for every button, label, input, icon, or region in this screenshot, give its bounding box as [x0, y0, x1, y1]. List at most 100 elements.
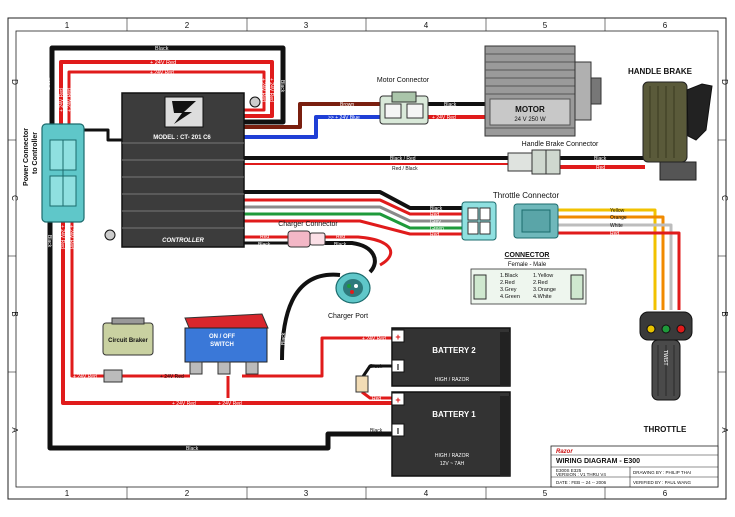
throttle-indicator-icon	[676, 324, 686, 334]
throttle-grip-text: TWIST	[662, 350, 668, 366]
power-connector-label-2: to Controller	[32, 132, 39, 174]
row-label-right: C	[720, 195, 729, 201]
throttle-connector-label: Throttle Connector	[493, 191, 560, 200]
wire-label-white: White	[610, 223, 623, 229]
wire-label-charger-red: Red	[260, 234, 269, 240]
wire-label-yellow: Yellow	[610, 208, 625, 214]
pin-male: 3.Orange	[533, 287, 556, 293]
title-date: DATE : FEB -- 24 -- 2006	[556, 480, 607, 485]
wire-grey-throttle	[244, 205, 462, 223]
connector-legend-title: CONNECTOR	[505, 252, 550, 259]
col-label-top: 1	[65, 21, 70, 30]
wire-yellow-throttle	[558, 208, 657, 310]
wire-label-blue: >> + 24V Blue	[328, 115, 360, 121]
battery-2	[391, 327, 511, 387]
connector-legend: CONNECTOR Female - Male 1.Black 2.Red 3.…	[470, 252, 587, 305]
pin-male: 2.Red	[533, 280, 548, 286]
wire-label-throttle-red-a: Red	[430, 212, 439, 218]
wire-black-top-loop	[49, 45, 286, 125]
pin-female: 2.Red	[500, 280, 515, 286]
wire-label-charger-red-out: Red	[336, 234, 345, 240]
col-label-top: 5	[543, 21, 548, 30]
controller-fins	[122, 142, 244, 229]
wire-label-throttle-red-b: Red	[430, 232, 439, 238]
row-label-left: C	[10, 195, 19, 201]
pin-male: 4.White	[533, 294, 552, 300]
wire-label-switch-black-vertical: Black	[281, 332, 287, 345]
handle-brake	[642, 81, 713, 181]
throttle-connector	[461, 201, 559, 241]
wire-red-throttle-b	[244, 219, 462, 236]
wire-red-throttle-a	[244, 198, 462, 216]
circuit-breaker-label: Circuit Braker	[108, 338, 148, 344]
controller-mount-hole	[249, 96, 261, 108]
outer-border	[7, 17, 727, 500]
title-block	[550, 445, 719, 488]
wire-label-brake-black: Black	[594, 156, 607, 162]
motor-name: MOTOR	[515, 105, 545, 114]
row-label-right: A	[720, 427, 729, 433]
pin-male: 1.Yellow	[533, 273, 553, 279]
wire-label-charger-black-out: Black	[334, 242, 347, 248]
col-label-top: 3	[304, 21, 309, 30]
column-dividers	[8, 18, 726, 499]
col-label-bottom: 2	[185, 489, 190, 498]
circuit-breaker	[102, 317, 154, 383]
wire-label-right-red-vertical-2: + 24V Red	[260, 78, 266, 102]
wire-label-black-vertical: Black	[46, 235, 52, 248]
row-label-left: A	[10, 427, 19, 433]
charger-connector	[287, 230, 326, 248]
title-verified-by: VERIFIED BY : PAUL WANG	[633, 480, 692, 485]
row-label-right: B	[720, 311, 729, 316]
motor	[484, 45, 602, 137]
sprocket-icon	[590, 77, 602, 105]
wire-label-red-vertical-2: + 24V Red	[68, 225, 74, 249]
pin-female: 3.Grey	[500, 287, 517, 293]
wire-black-switch-charger	[280, 272, 341, 361]
controller-label: CONTROLLER	[162, 238, 204, 244]
power-connector	[41, 123, 85, 223]
on-off-switch	[184, 313, 269, 375]
switch-label: ON / OFF	[209, 334, 235, 340]
row-label-left: B	[10, 311, 19, 316]
wire-black-pc-top	[82, 128, 122, 142]
pin-female: 4.Green	[500, 294, 520, 300]
controller-mount-hole	[104, 229, 116, 241]
wire-brown-motor	[244, 102, 380, 129]
motor-spec: 24 V 250 W	[514, 117, 546, 123]
wire-red-battery-link	[361, 390, 392, 400]
wire-red-battery2-plus	[242, 336, 392, 378]
handle-brake-connector-label: Handle Brake Connector	[522, 141, 599, 148]
battery1-spec: 12V ~ 7AH	[440, 461, 465, 467]
wire-label-red-vertical-top: + 24V Red	[59, 88, 65, 112]
title-version: VERSION : V1 THRU V4	[556, 472, 606, 477]
title-models: E300S E325	[556, 468, 582, 473]
col-label-top: 4	[424, 21, 429, 30]
battery1-sub: HIGH / RAZOR	[435, 453, 470, 459]
col-label-bottom: 1	[65, 489, 70, 498]
battery1-title: BATTERY 1	[432, 410, 476, 419]
title-brand: Razor	[556, 449, 573, 455]
wire-label-throttle-black: Black	[430, 206, 443, 212]
wire-label-black-vertical-top: Black	[46, 77, 52, 90]
col-label-top: 6	[663, 21, 668, 30]
wire-label-battery2-red: + 24V Red	[362, 336, 386, 342]
controller	[104, 92, 261, 248]
wire-label-red-inner: + 24V Red	[150, 70, 174, 76]
throttle-indicator-icon	[646, 324, 656, 334]
wire-label-switch-red: + 24V Red	[160, 374, 184, 380]
wire-label-black-top: Black	[155, 46, 169, 52]
connector-legend-female-icon	[473, 274, 487, 300]
connector-legend-male-icon	[570, 274, 584, 300]
col-label-bottom: 6	[663, 489, 668, 498]
wire-label-bottom-red: + 24V Red	[172, 401, 196, 407]
wire-red-throttle-c	[558, 231, 681, 310]
col-label-bottom: 3	[304, 489, 309, 498]
wire-label-throttle-grey: Grey	[430, 219, 441, 225]
handle-brake-label: HANDLE BRAKE	[628, 67, 693, 76]
row-label-right: D	[720, 79, 729, 85]
wire-label-black-red: Black / Red	[390, 156, 416, 162]
wire-red-charger-out	[325, 235, 393, 267]
wire-blue-motor	[244, 115, 380, 139]
